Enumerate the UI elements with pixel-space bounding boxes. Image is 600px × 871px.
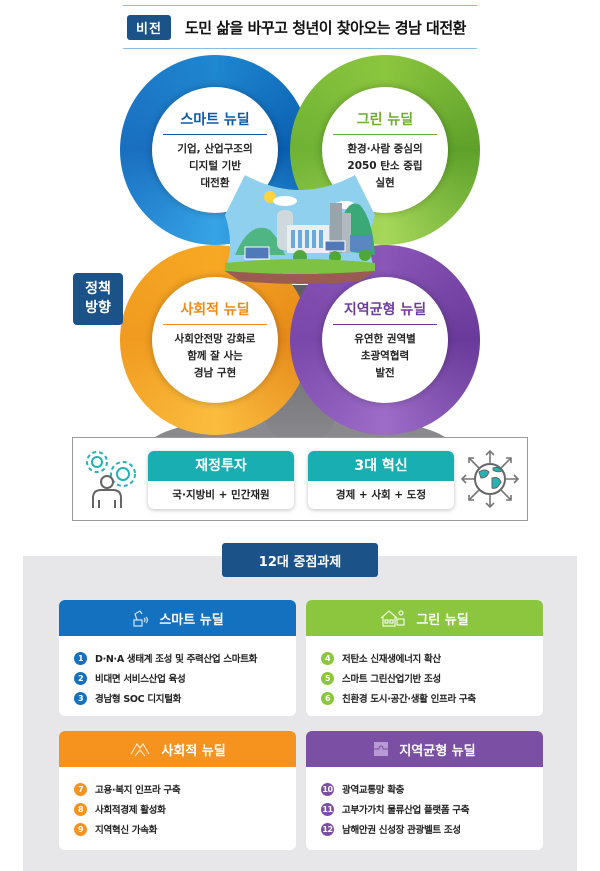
support-box: 재정투자 국·지방비 + 민간재원 3대 혁신 경제 + 사회 + 도정 <box>72 437 528 521</box>
ring-desc: 환경·사람 중심의 2050 탄소 중립 실현 <box>347 142 423 189</box>
task-text: 고부가가치 물류산업 플랫폼 구축 <box>342 805 470 816</box>
task-card-green: 그린 뉴딜 4 저탄소 신재생에너지 확산 5 스마트 그린산업기반 조성 6 친환경… <box>306 600 543 716</box>
task-card-header: 그린 뉴딜 <box>306 600 543 636</box>
task-number: 9 <box>74 822 87 836</box>
task-number: 5 <box>321 671 334 685</box>
task-card-title: 그린 뉴딜 <box>416 612 469 628</box>
task-number: 11 <box>321 802 334 816</box>
task-number: 4 <box>321 651 334 665</box>
task-item: 2 비대면 서비스산업 육성 <box>74 668 296 688</box>
ring-title: 스마트 뉴딜 <box>163 109 267 135</box>
robot-arm-icon <box>133 610 149 627</box>
ring-desc: 기업, 산업구조의 디지털 기반 대전환 <box>177 142 253 189</box>
puzzle-icon <box>374 742 389 756</box>
task-number: 10 <box>321 782 334 796</box>
task-number: 8 <box>74 802 87 816</box>
task-text: 광역교통망 확충 <box>342 785 405 796</box>
task-card-smart: 스마트 뉴딜 1 D·N·A 생태계 조성 및 주력산업 스마트화 2 비대면 서비… <box>59 600 296 716</box>
ring-social-newdeal: 사회적 뉴딜 사회안전망 강화로 함께 잘 사는 경남 구현 <box>120 245 310 435</box>
support-card-title: 재정투자 <box>148 451 294 481</box>
task-card-title: 스마트 뉴딜 <box>159 612 224 628</box>
task-number: 1 <box>74 651 87 665</box>
task-text: 비대면 서비스산업 육성 <box>95 674 186 685</box>
support-card-finance: 재정투자 국·지방비 + 민간재원 <box>148 451 294 509</box>
task-card-header: 스마트 뉴딜 <box>59 600 296 636</box>
task-item: 5 스마트 그린산업기반 조성 <box>321 668 543 688</box>
task-item: 12 남해안권 신성장 관광벨트 조성 <box>321 819 543 839</box>
ring-desc: 유연한 권역별 초광역협력 발전 <box>354 332 416 379</box>
ring-desc: 사회안전망 강화로 함께 잘 사는 경남 구현 <box>174 332 256 379</box>
globe-arrows-icon <box>460 449 520 509</box>
task-card-title: 사회적 뉴딜 <box>161 743 226 759</box>
task-item: 9 지역혁신 가속화 <box>74 819 296 839</box>
task-text: 친환경 도시·공간·생활 인프라 구축 <box>342 694 476 705</box>
task-card-title: 지역균형 뉴딜 <box>399 743 476 759</box>
task-number: 6 <box>321 691 334 705</box>
people-gears-icon <box>86 451 136 508</box>
joined-hands-icon <box>130 742 150 757</box>
support-card-body: 경제 + 사회 + 도정 <box>335 489 427 501</box>
task-text: 남해안권 신성장 관광벨트 조성 <box>342 825 461 836</box>
task-text: 저탄소 신재생에너지 확산 <box>342 654 441 665</box>
green-city-illustration-icon <box>225 175 375 284</box>
support-card-title: 3대 혁신 <box>308 451 454 481</box>
task-number: 2 <box>74 671 87 685</box>
task-text: 고용·복지 인프라 구축 <box>95 785 181 796</box>
support-card-innovation: 3대 혁신 경제 + 사회 + 도정 <box>308 451 454 509</box>
ring-title: 지역균형 뉴딜 <box>333 299 437 325</box>
task-item: 6 친환경 도시·공간·생활 인프라 구축 <box>321 688 543 708</box>
support-card-body: 국·지방비 + 민간재원 <box>172 489 270 501</box>
vision-text: 도민 삶을 바꾸고 청년이 찾아오는 경남 대전환 <box>184 18 467 37</box>
task-number: 12 <box>321 822 334 836</box>
ring-title: 그린 뉴딜 <box>333 109 437 135</box>
task-item: 8 사회적경제 활성화 <box>74 799 296 819</box>
policy-direction-badge: 정책 방향 <box>73 273 123 325</box>
policy-ring-diagram: 스마트 뉴딜 기업, 산업구조의 디지털 기반 대전환 그린 뉴딜 환경·사람 … <box>0 55 600 445</box>
vision-badge: 비전 <box>127 14 171 40</box>
task-number: 3 <box>74 691 87 705</box>
task-item: 3 경남형 SOC 디지털화 <box>74 688 296 708</box>
task-text: D·N·A 생태계 조성 및 주력산업 스마트화 <box>95 654 258 665</box>
tasks-badge: 12대 중점과제 <box>222 543 378 577</box>
task-item: 7 고용·복지 인프라 구축 <box>74 779 296 799</box>
task-text: 경남형 SOC 디지털화 <box>95 694 182 705</box>
task-item: 10 광역교통망 확충 <box>321 779 543 799</box>
task-card-header: 사회적 뉴딜 <box>59 731 296 767</box>
task-card-regional: 지역균형 뉴딜 10 광역교통망 확충 11 고부가가치 물류산업 플랫폼 구축 1… <box>306 731 543 850</box>
task-text: 스마트 그린산업기반 조성 <box>342 674 441 685</box>
ring-title: 사회적 뉴딜 <box>163 299 267 325</box>
green-house-solar-icon <box>380 610 405 627</box>
task-text: 지역혁신 가속화 <box>95 825 158 836</box>
task-item: 4 저탄소 신재생에너지 확산 <box>321 648 543 668</box>
task-card-header: 지역균형 뉴딜 <box>306 731 543 767</box>
task-text: 사회적경제 활성화 <box>95 805 166 816</box>
task-item: 1 D·N·A 생태계 조성 및 주력산업 스마트화 <box>74 648 296 668</box>
vision-header: 비전 도민 삶을 바꾸고 청년이 찾아오는 경남 대전환 <box>123 5 477 49</box>
ring-regional-newdeal: 지역균형 뉴딜 유연한 권역별 초광역협력 발전 <box>290 245 480 435</box>
task-card-social: 사회적 뉴딜 7 고용·복지 인프라 구축 8 사회적경제 활성화 9 지역혁신 가속… <box>59 731 296 850</box>
task-item: 11 고부가가치 물류산업 플랫폼 구축 <box>321 799 543 819</box>
task-number: 7 <box>74 782 87 796</box>
